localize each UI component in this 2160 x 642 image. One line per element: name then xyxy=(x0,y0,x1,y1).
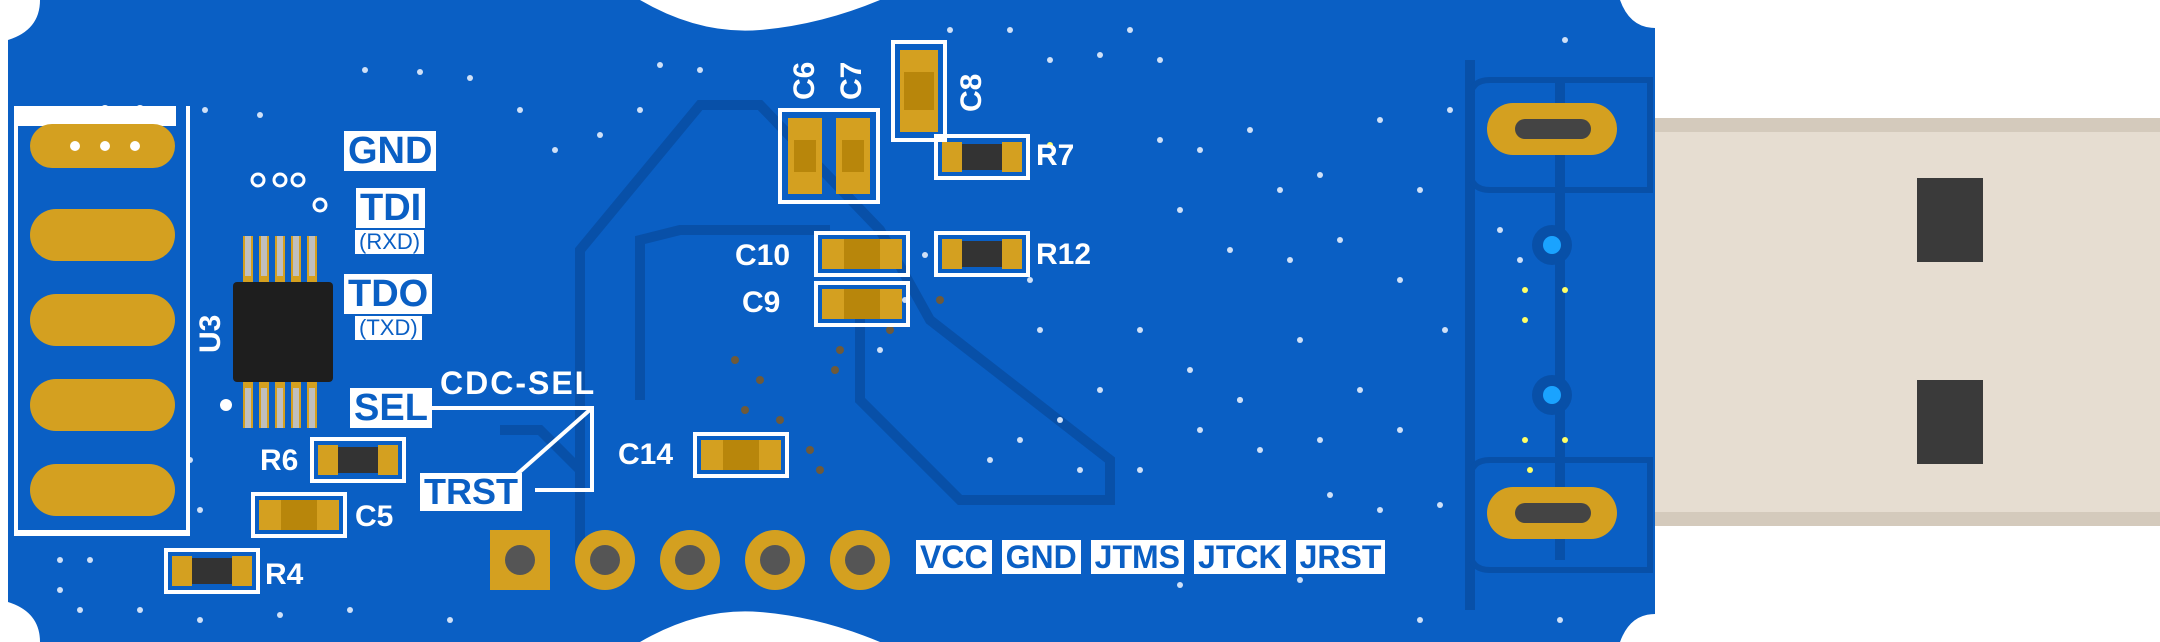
label-r7: R7 xyxy=(1036,139,1075,172)
edge-connector-pads xyxy=(14,105,190,536)
label-tdi: TDI xyxy=(356,188,426,228)
label-c5: C5 xyxy=(355,500,394,533)
header-label-vcc: VCC xyxy=(916,540,992,574)
label-trst: TRST xyxy=(420,473,522,511)
label-c10: C10 xyxy=(735,239,791,272)
label-c9: C9 xyxy=(742,286,781,319)
usb-mount-pads xyxy=(1467,77,1653,573)
usb-connector-shell xyxy=(1655,118,2160,526)
label-tdo: TDO xyxy=(344,274,433,314)
label-cdc-sel: CDC-SEL xyxy=(440,365,597,401)
label-u3: U3 xyxy=(194,314,227,353)
header-label-jrst: JRST xyxy=(1295,540,1386,574)
header-label-jtms: JTMS xyxy=(1090,540,1185,574)
label-rxd: (RXD) xyxy=(355,230,425,254)
header-label-row: VCC GND JTMS JTCK JRST xyxy=(916,540,1386,574)
label-c7: C7 xyxy=(835,61,868,100)
label-c8: C8 xyxy=(955,73,988,112)
label-sel: SEL xyxy=(350,388,432,428)
label-r6: R6 xyxy=(260,444,299,477)
label-c14: C14 xyxy=(618,438,674,471)
smd-components xyxy=(164,40,1030,594)
label-gnd: GND xyxy=(344,131,437,171)
header-label-jtck: JTCK xyxy=(1194,540,1286,574)
label-c6: C6 xyxy=(788,61,821,100)
u3-ic xyxy=(220,172,333,428)
header-label-gnd: GND xyxy=(1001,540,1081,574)
sel-routing-silk xyxy=(430,406,594,492)
label-txd: (TXD) xyxy=(355,316,422,340)
via-dots xyxy=(57,27,1568,623)
header-pins xyxy=(490,530,890,590)
label-r12: R12 xyxy=(1036,238,1092,271)
brown-vias xyxy=(731,296,944,474)
label-r4: R4 xyxy=(265,558,304,591)
